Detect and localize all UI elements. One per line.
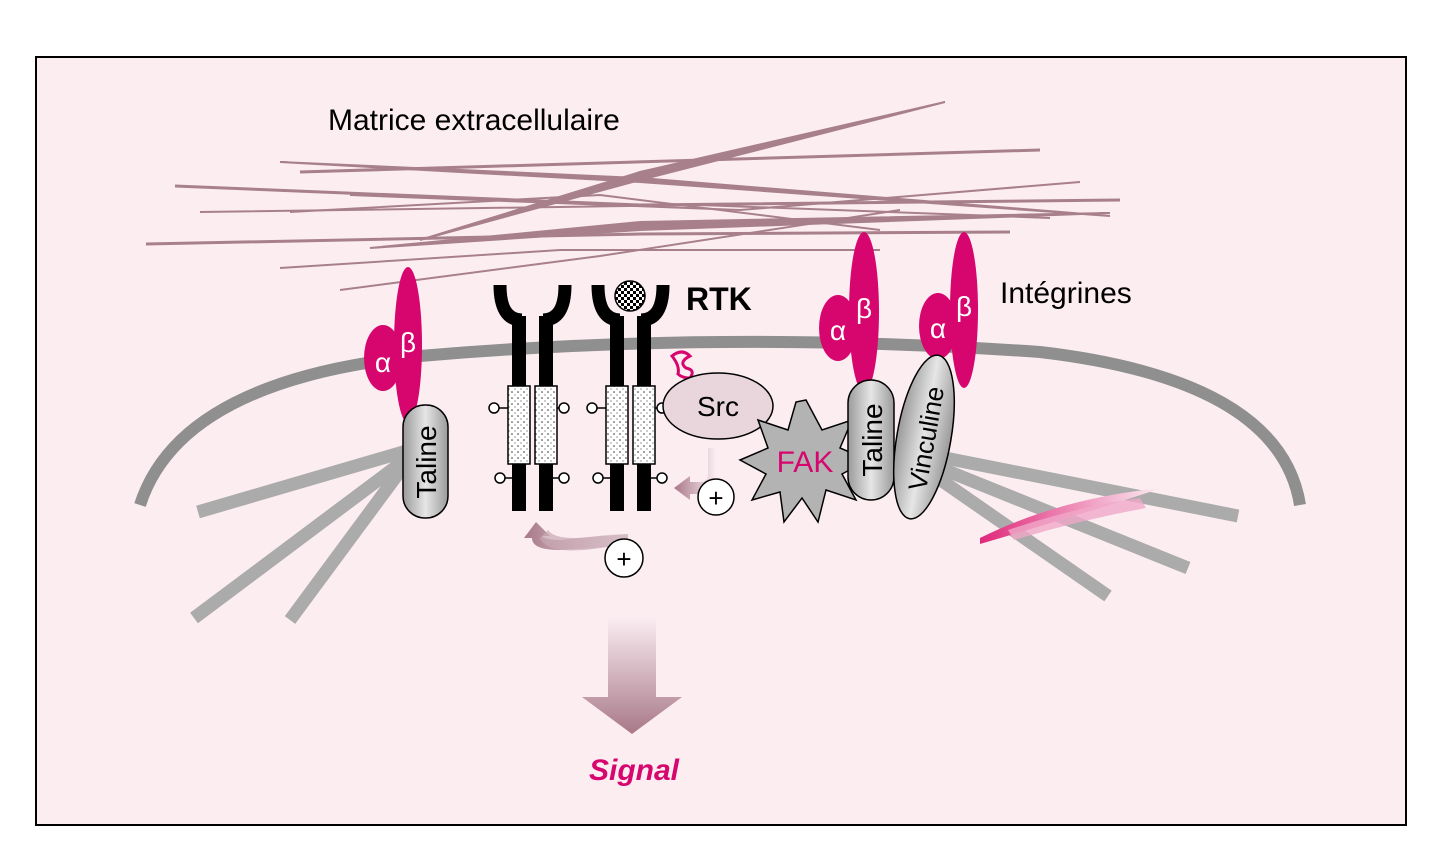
- talin-right: [847, 379, 895, 501]
- talin-left: [402, 404, 449, 519]
- alpha-subunit-right-2: [919, 293, 957, 359]
- src-label: Src: [697, 391, 739, 422]
- rtk-receptor-bound: [586, 280, 670, 511]
- src-activation-arrow: +: [674, 448, 735, 516]
- rtk-receptor-unbound: [488, 284, 572, 511]
- integrines-label: Intégrines: [1000, 277, 1132, 310]
- beta-symbol: β: [856, 293, 872, 324]
- beta-subunit-right-1: [849, 232, 879, 392]
- src-myristoyl-anchor: [669, 350, 694, 380]
- alpha-symbol: α: [830, 315, 846, 346]
- growth-factor-ligand: [614, 280, 646, 312]
- beta-symbol: β: [956, 291, 972, 322]
- beta-subunit-left: [394, 267, 422, 423]
- signal-label: Signal: [589, 754, 680, 787]
- alpha-subunit-right-1: [819, 295, 857, 361]
- src-kinase: Src: [662, 350, 774, 440]
- talin-left-label: Taline: [411, 425, 442, 498]
- alpha-subunit-left: [364, 325, 402, 391]
- talin-right-label: Taline: [857, 403, 888, 476]
- plus-sign-large: +: [616, 544, 631, 574]
- integrin-right-2: α β Vinculine: [893, 232, 978, 520]
- receptor-crosstalk-arrow: +: [524, 522, 644, 578]
- diagram-frame: [35, 56, 1407, 826]
- plus-sign-small: +: [708, 483, 723, 513]
- fak-label: FAK: [777, 446, 834, 479]
- ecm-label: Matrice extracellulaire: [328, 104, 620, 137]
- beta-symbol: β: [400, 327, 416, 358]
- actin-fibers-left: [190, 443, 418, 624]
- integrin-left: α β Taline: [364, 267, 449, 519]
- alpha-symbol: α: [375, 347, 391, 378]
- actinin-crosslink: [980, 488, 1162, 544]
- fak-kinase: FAK: [738, 399, 870, 524]
- alpha-symbol: α: [930, 313, 946, 344]
- extracellular-matrix-fibers: [145, 101, 1121, 291]
- plasma-membrane: [134, 335, 1306, 507]
- rtk-label: RTK: [686, 281, 752, 317]
- signal-arrow: [582, 617, 682, 734]
- integrin-right-1: α β Taline: [819, 232, 895, 501]
- beta-subunit-right-2: [950, 232, 978, 388]
- vinculin: [893, 354, 955, 520]
